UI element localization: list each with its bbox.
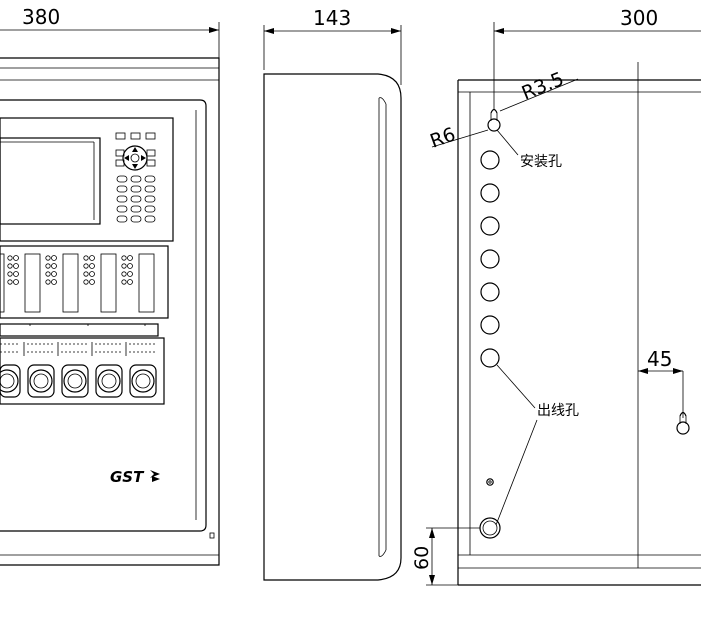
logo-flame-icon [150, 470, 160, 482]
back-width-label: 300 [620, 6, 658, 30]
knockout-holes [480, 150, 500, 368]
front-view: 380 [0, 5, 220, 566]
brand-logo: GST [110, 468, 145, 486]
side-depth-label: 143 [313, 6, 351, 30]
keyhole-mount-right [676, 411, 690, 435]
cable-outlet-label: 出线孔 [537, 403, 579, 419]
radius-small-label: R3.5 [519, 68, 568, 105]
mounting-hole-label: 安装孔 [520, 154, 562, 170]
keypad [115, 132, 156, 223]
small-labels [0, 342, 157, 356]
side-view: 143 [263, 6, 402, 581]
keyhole-mount [487, 108, 501, 132]
hole-offset-label: 45 [647, 347, 672, 371]
radius-large-label: R6 [427, 123, 458, 152]
rotary-knobs [0, 364, 157, 398]
back-view: 300 R6 R3.5 安装孔 [411, 6, 701, 586]
indicator-strips [0, 253, 155, 313]
bottom-offset-label: 60 [411, 546, 433, 570]
front-width-label: 380 [22, 5, 60, 29]
